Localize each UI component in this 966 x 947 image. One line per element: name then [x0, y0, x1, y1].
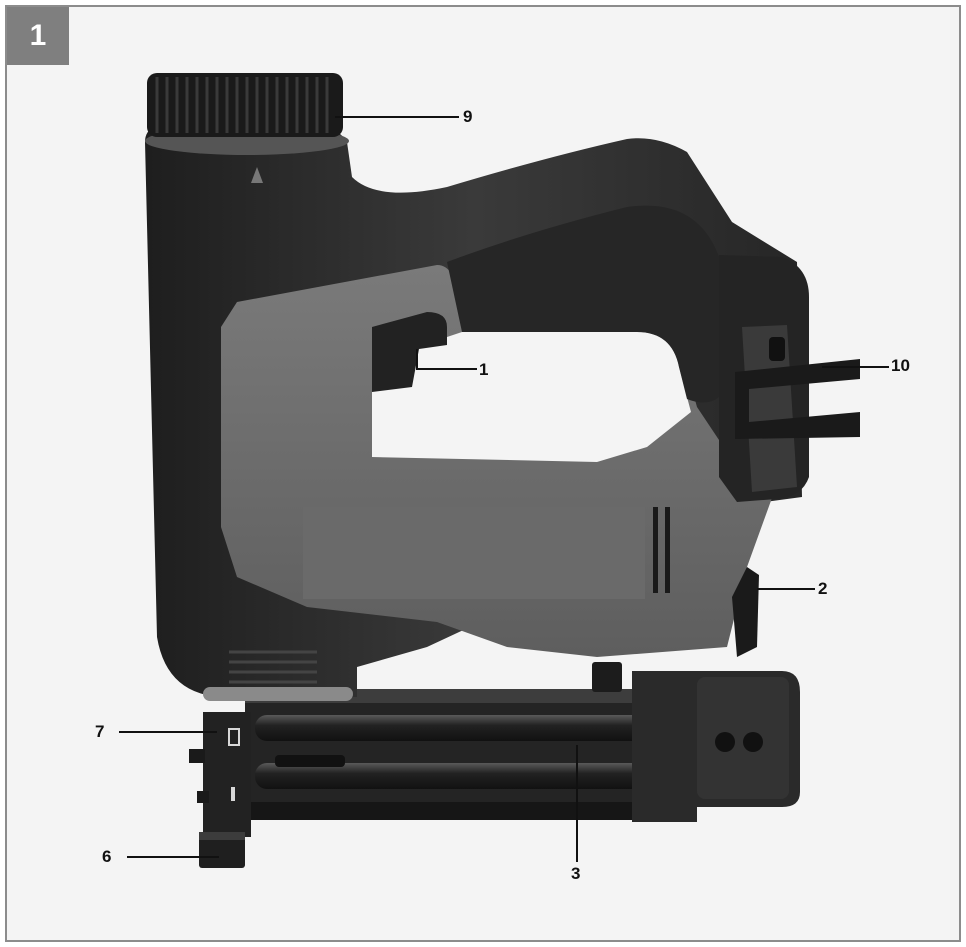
- bottom-vents: [229, 650, 317, 684]
- figure-frame: 1 9 1 10 2 3 7 6: [5, 5, 961, 942]
- vent-slots: [653, 507, 670, 593]
- nailer-illustration: [119, 73, 889, 868]
- callout-line-1: [416, 349, 477, 370]
- belt-hook: [735, 337, 860, 439]
- mode-switch: [732, 567, 759, 657]
- callout-label-9: 9: [463, 107, 473, 126]
- callout-label-10: 10: [891, 356, 910, 375]
- callout-label-1: 1: [479, 360, 489, 379]
- callout-label-6: 6: [102, 847, 112, 866]
- figure-number-badge: 1: [7, 7, 69, 65]
- callout-label-2: 2: [818, 579, 828, 598]
- callout-lines: [119, 116, 889, 862]
- nose-assembly: [189, 712, 251, 868]
- magazine-rail: [245, 662, 645, 820]
- magazine-end-cap: [632, 671, 800, 822]
- callout-label-3: 3: [571, 864, 581, 883]
- trigger: [372, 312, 447, 392]
- handle-opening: [372, 332, 691, 462]
- label-plate: [303, 507, 645, 599]
- depth-adjustment-wheel: [145, 73, 349, 155]
- callout-label-7: 7: [95, 722, 105, 741]
- arrow-marker-icon: [251, 167, 263, 183]
- handle-grip: [447, 205, 719, 403]
